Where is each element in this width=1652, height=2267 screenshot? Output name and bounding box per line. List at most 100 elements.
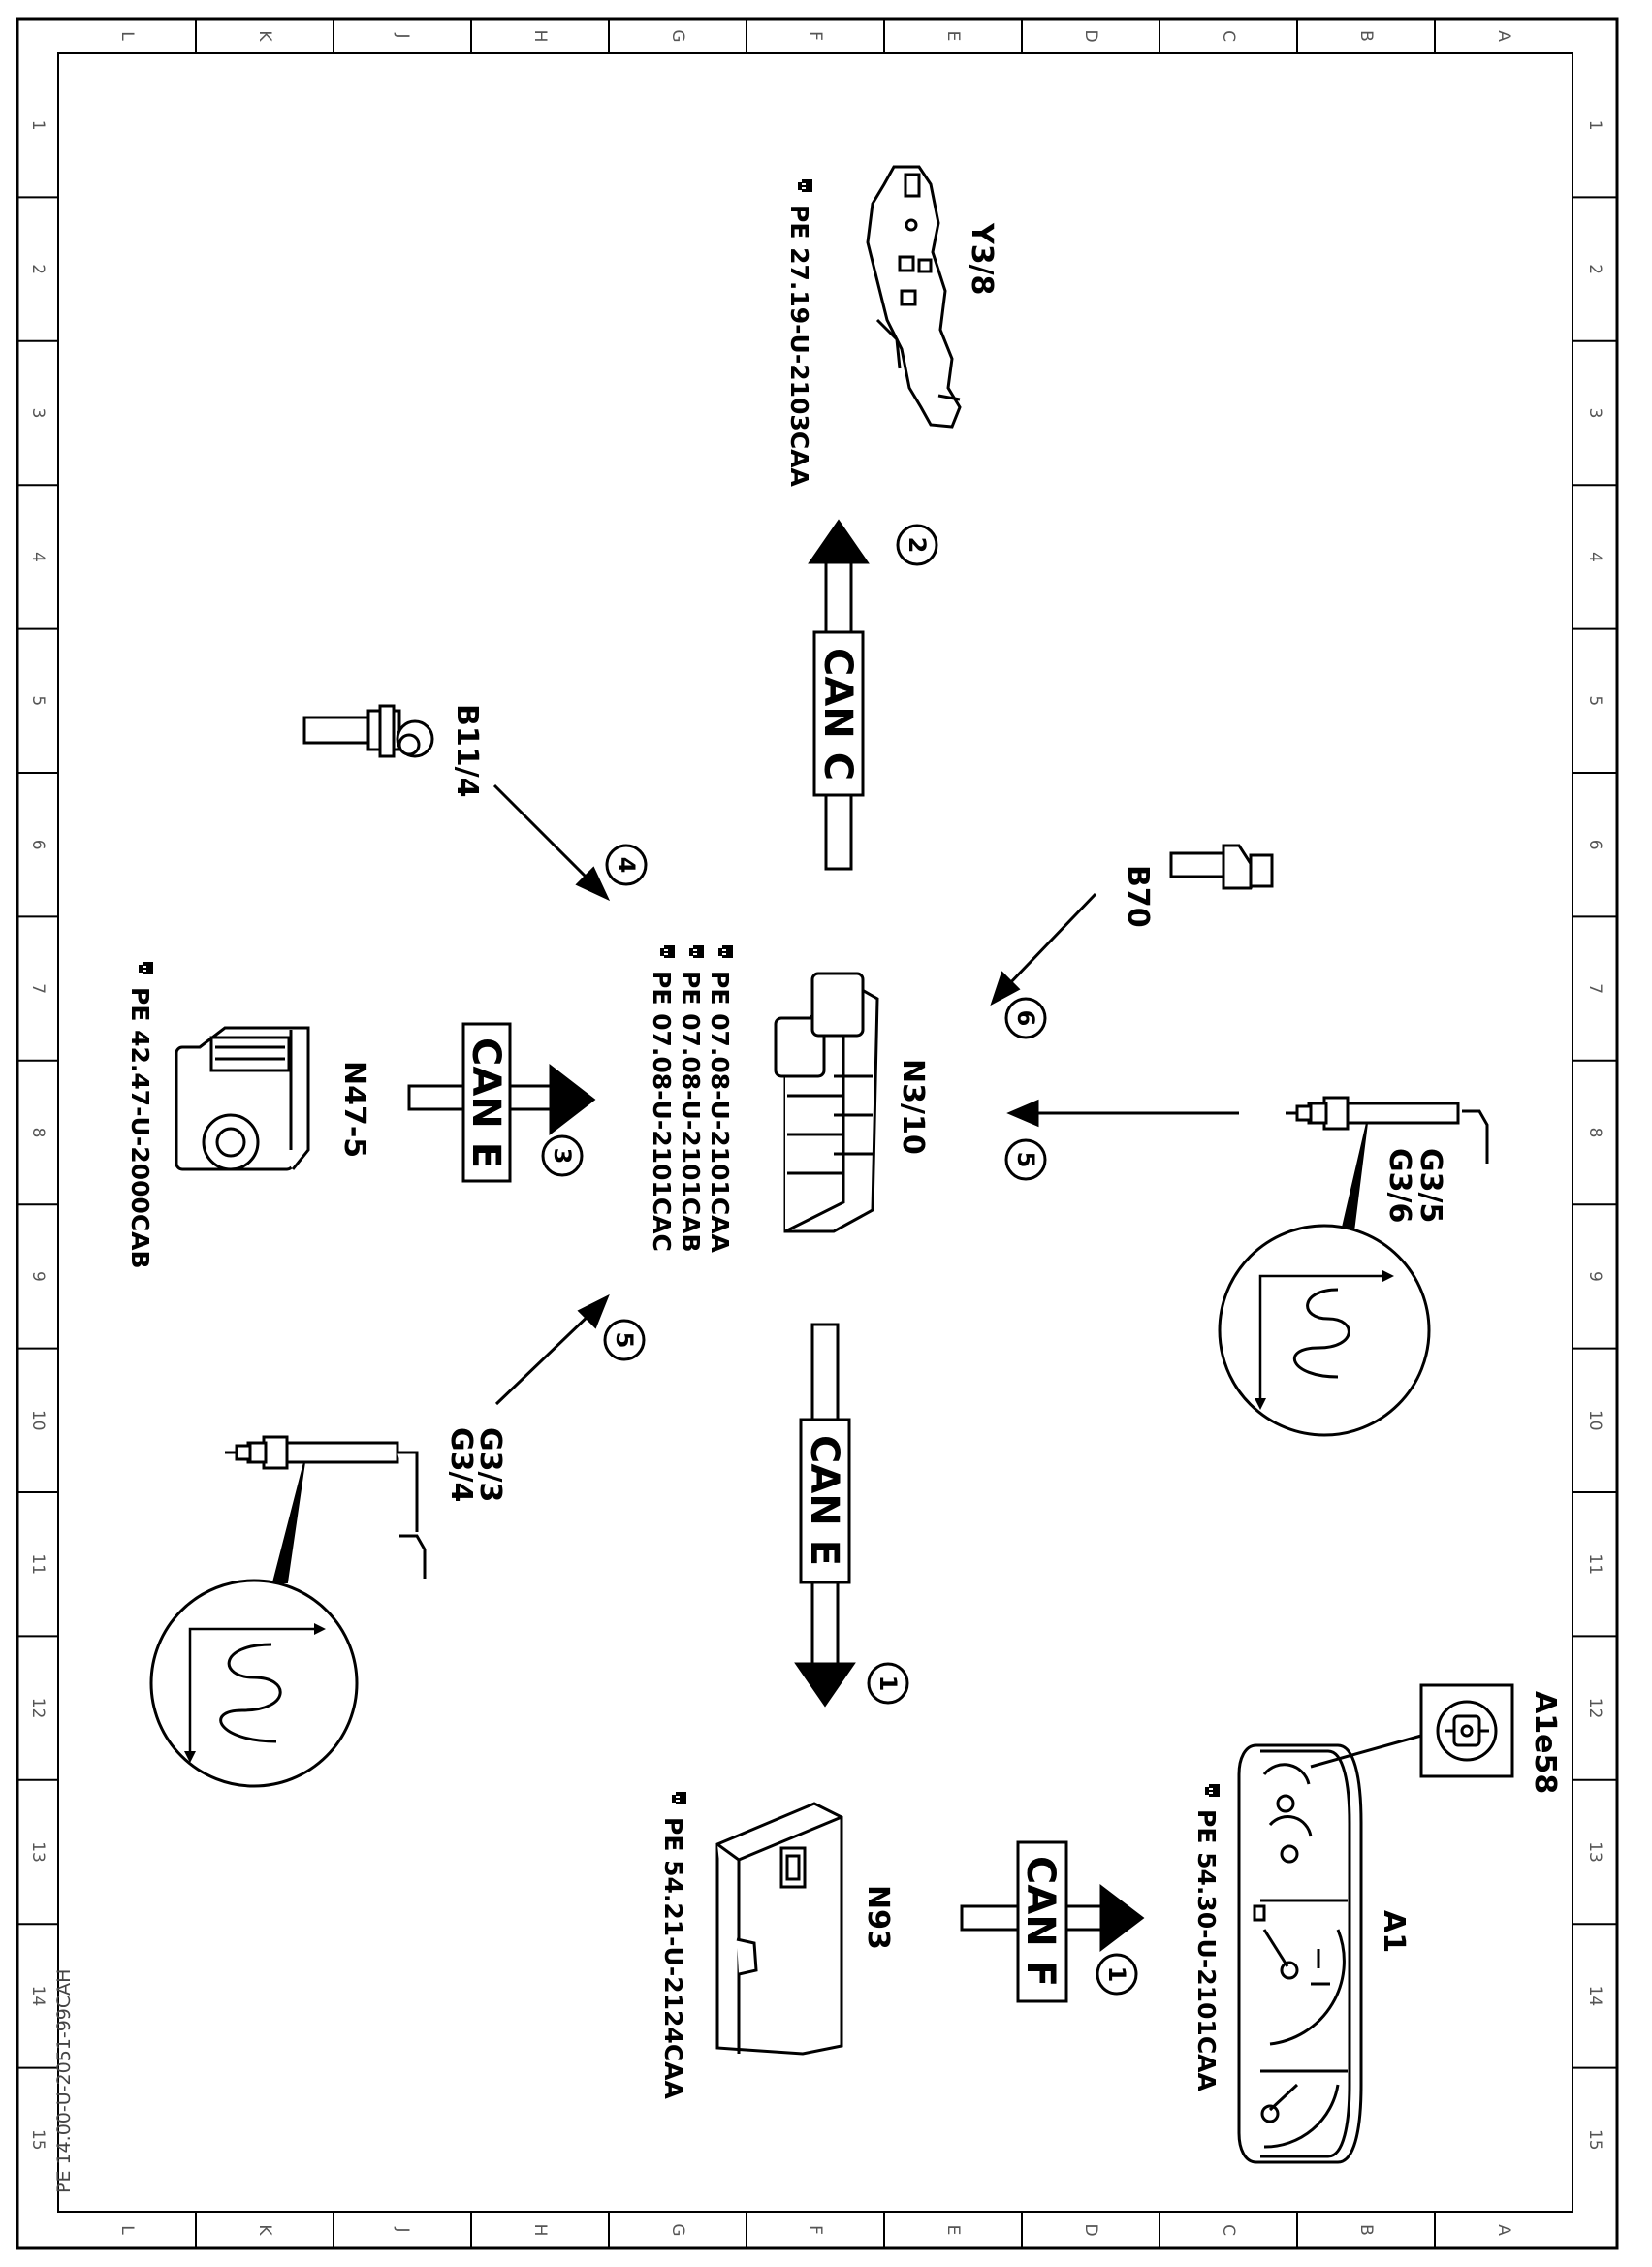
- grid-row-label: 1: [1585, 120, 1604, 131]
- step-2-badge: 2: [896, 524, 938, 566]
- ref-n3-10-1: PE 07.08-U-2101CAA: [706, 971, 734, 1254]
- grid-row-label: 14: [28, 1986, 48, 2007]
- component-b11-4: B11/4 4: [302, 704, 648, 902]
- svg-text:1: 1: [874, 1676, 902, 1692]
- ref-a1: PE 54.30-U-2101CAA: [1192, 1809, 1221, 2092]
- grid-column-label: F: [806, 31, 825, 41]
- svg-text:5: 5: [611, 1332, 638, 1349]
- bus-can-e-top-tag: [461, 1022, 512, 1183]
- bus-can-c-tag: [812, 630, 865, 797]
- hand-pointer-icon: [718, 945, 733, 958]
- step-3-badge: 3: [541, 1134, 584, 1177]
- grid-row-label: 13: [28, 1841, 48, 1863]
- grid-column-label: K: [255, 2224, 274, 2236]
- grid-column-label: E: [943, 2225, 963, 2236]
- arrow-g3-5-to-n3-10: [1006, 1099, 1239, 1128]
- component-n47-5: N47-5 PE 42.47-U-2000CAB: [126, 962, 371, 1269]
- step-4-badge: 4: [605, 844, 648, 886]
- label-can-f: CAN F: [1018, 1856, 1063, 1987]
- temperature-sensor-drawing: [302, 704, 434, 758]
- svg-text:3: 3: [549, 1148, 576, 1165]
- hand-pointer-icon: [672, 1792, 686, 1804]
- instrument-cluster-drawing: [1237, 1743, 1363, 2164]
- grid-row-label: 8: [1585, 1128, 1604, 1138]
- grid-column-label: H: [530, 2224, 550, 2237]
- grid-row-label: 15: [28, 2129, 48, 2151]
- label-g3-6: G3/6: [1382, 1148, 1416, 1223]
- grid-column-label: E: [943, 31, 963, 42]
- component-n3-10: N3/10 PE 07.08-U-2101CAA PE 07.08-U-2101…: [648, 945, 930, 1254]
- ref-n3-10-3: PE 07.08-U-2101CAC: [648, 971, 676, 1252]
- grid-row-label: 3: [1585, 408, 1604, 419]
- grid-row-label: 9: [28, 1271, 48, 1282]
- grid-row-label: 2: [1585, 264, 1604, 274]
- component-y3-8: Y3/8 PE 27.19-U-2103CAA: [785, 165, 999, 488]
- ref-y3-8: PE 27.19-U-2103CAA: [785, 205, 813, 488]
- label-n93: N93: [861, 1885, 895, 1950]
- warning-lamp-icon: [1436, 1700, 1498, 1762]
- grid-row-label: 3: [28, 408, 48, 419]
- bus-can-e-bottom-tag: [799, 1418, 851, 1584]
- grid-column-label: H: [530, 30, 550, 43]
- oxygen-sensor-drawing-right: [1286, 1096, 1489, 1164]
- grid-row-label: 12: [1585, 1698, 1604, 1719]
- svg-text:5: 5: [1012, 1152, 1039, 1168]
- grid-row-label: 10: [1585, 1410, 1604, 1431]
- grid-marks: [17, 19, 1617, 2248]
- hand-pointer-icon: [1205, 1784, 1220, 1797]
- grid-column-label: L: [117, 2225, 137, 2235]
- bus-can-e-bottom: CAN E 1: [794, 1323, 909, 1708]
- grid-column-label: L: [117, 31, 137, 41]
- grid-row-label: 9: [1585, 1271, 1604, 1282]
- grid-row-label: 8: [28, 1128, 48, 1138]
- grid-column-label: G: [668, 29, 687, 42]
- grid-row-label: 11: [28, 1553, 48, 1575]
- bus-can-f: CAN F 1: [960, 1840, 1145, 2003]
- component-n93: N93 PE 54.21-U-2124CAA: [659, 1792, 895, 2100]
- central-gateway-drawing: [715, 1802, 843, 2056]
- arrow-g3-3-to-n3-10: [494, 1293, 610, 1406]
- component-a1e58: A1e58: [1310, 1683, 1562, 1794]
- grid-column-label: C: [1219, 2224, 1238, 2236]
- grid-column-label: D: [1081, 2223, 1100, 2236]
- grid-row-label: 13: [1585, 1841, 1604, 1863]
- grid-column-label: B: [1356, 2224, 1376, 2236]
- valve-body-drawing: [866, 165, 962, 429]
- a1e58-leader-line: [1310, 1734, 1422, 1769]
- oxygen-sensor-drawing-left: [225, 1435, 427, 1579]
- grid-column-label: A: [1494, 2224, 1513, 2236]
- grid-row-label: 15: [1585, 2129, 1604, 2151]
- grid-column-label: J: [393, 32, 412, 38]
- grid-column-label: A: [1494, 30, 1513, 42]
- grid-row-label: 5: [1585, 695, 1604, 706]
- label-g3-4: G3/4: [444, 1427, 478, 1502]
- label-a1: A1: [1377, 1910, 1411, 1953]
- label-can-e-bottom: CAN E: [802, 1435, 846, 1566]
- grid-row-label: 12: [28, 1698, 48, 1719]
- ref-n47-5: PE 42.47-U-2000CAB: [126, 987, 154, 1269]
- arrow-b70-to-n3-10: [990, 892, 1097, 1006]
- svg-text:2: 2: [904, 537, 931, 554]
- label-can-c: CAN C: [815, 648, 860, 781]
- component-b70: B70 6: [990, 844, 1274, 1039]
- component-g3-3: G3/3 G3/4 5: [149, 1293, 646, 1788]
- svg-text:4: 4: [613, 857, 640, 874]
- document-id: PE 14.00-U-2051-99CAH: [53, 1969, 75, 2193]
- grid-row-label: 2: [28, 264, 48, 274]
- svg-text:6: 6: [1012, 1010, 1039, 1027]
- label-n47-5: N47-5: [337, 1061, 371, 1158]
- callout-pointer-left: [271, 1461, 305, 1583]
- grid-column-label: D: [1081, 29, 1100, 42]
- grid-row-label: 7: [28, 983, 48, 994]
- label-a1e58: A1e58: [1528, 1691, 1562, 1794]
- bus-can-f-arrowhead: [1099, 1883, 1145, 1953]
- step-5-badge-left: 5: [603, 1319, 646, 1361]
- grid-row-label: 10: [28, 1410, 48, 1431]
- waveform-callout-left: [149, 1579, 359, 1788]
- callout-pointer-right: [1340, 1122, 1368, 1232]
- ref-n3-10-2: PE 07.08-U-2101CAB: [677, 971, 705, 1253]
- esp-control-unit-drawing: [175, 1026, 310, 1171]
- label-n3-10: N3/10: [896, 1059, 930, 1155]
- grid-row-label: 4: [28, 552, 48, 562]
